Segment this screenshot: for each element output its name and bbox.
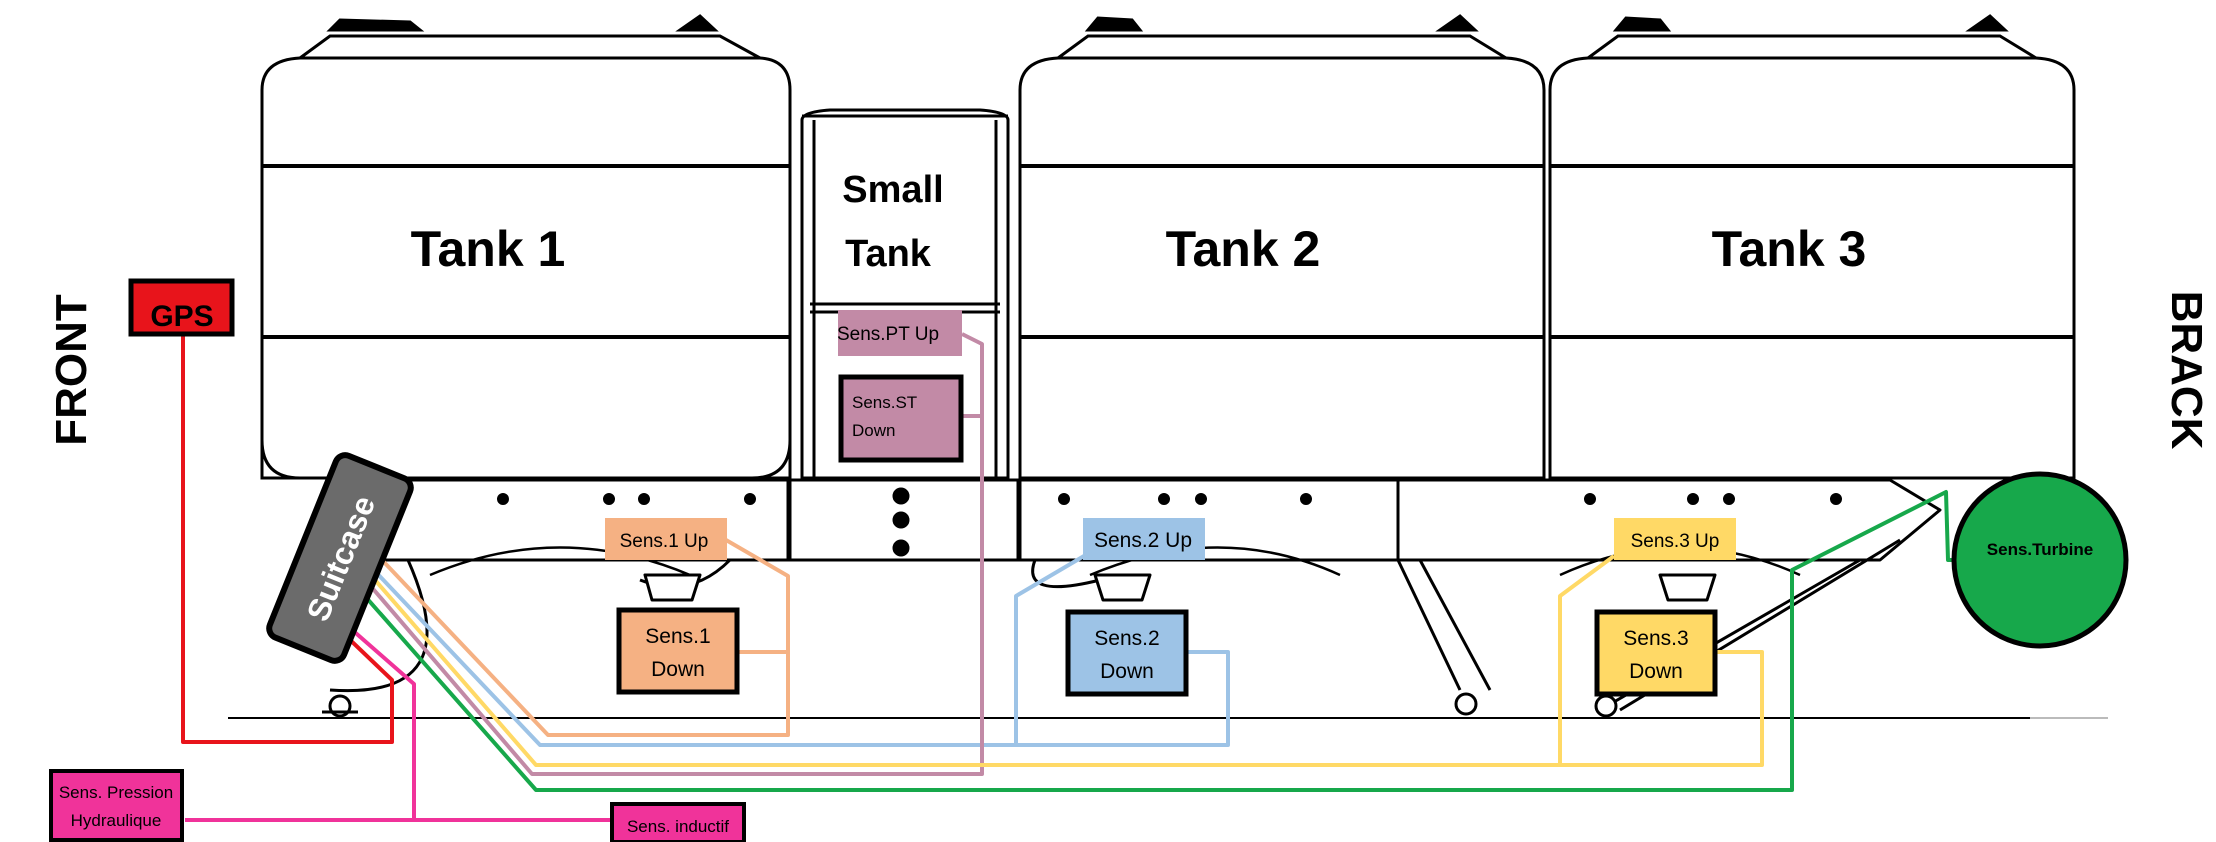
wiring [181,330,1962,822]
tank-3-label: Tank 3 [1712,221,1867,277]
sens-1-up-label: Sens.1 Up [620,531,709,552]
wire-hydraulic [185,626,416,822]
sens-3-down-label-line2: Down [1629,660,1683,683]
sens-3-down-box: Sens.3 Down [1594,609,1718,697]
suitcase-box: Suitcase [266,452,414,664]
sens-2-up-label: Sens.2 Up [1094,529,1192,552]
tank-2-label: Tank 2 [1166,221,1321,277]
sens-pression-label-line2: Hydraulique [71,811,162,830]
sens-st-down-label-line2: Down [852,421,895,440]
sens-3-down-label-line1: Sens.3 [1623,627,1688,650]
sens-3-up-box: Sens.3 Up [1614,518,1736,560]
sens-1-down-label-line1: Sens.1 [645,625,710,648]
wire-tank2 [370,566,1230,747]
sens-st-down-box: Sens.ST Down [838,374,964,463]
wire-tank1 [380,538,790,737]
sens-1-up-box: Sens.1 Up [605,518,727,560]
gps-box: GPS [128,278,235,337]
sens-1-down-box: Sens.1 Down [616,607,740,695]
sens-1-down-label-line2: Down [651,658,705,681]
small-tank-label-line2: Tank [845,233,932,275]
sens-turbine-circle: Sens.Turbine [1951,471,2129,649]
sens-inductif-label: Sens. inductif [627,817,729,836]
sens-turbine-label: Sens.Turbine [1987,540,2093,559]
tank-2-outline [1018,14,1546,480]
sens-pt-up-box: Sens.PT Up [837,310,962,356]
sens-pression-label-line1: Sens. Pression [59,783,173,802]
wire-tank3 [366,570,1764,767]
sens-2-down-label-line1: Sens.2 [1094,627,1159,650]
wire-turbine [354,490,1962,792]
wire-gps [181,330,394,744]
sens-2-down-box: Sens.2 Down [1065,609,1189,697]
tank-1-outline [260,14,792,480]
sens-pt-up-label: Sens.PT Up [837,324,939,345]
back-label: BRACK [2162,291,2211,450]
sens-3-up-label: Sens.3 Up [1631,531,1720,552]
sens-2-down-label-line2: Down [1100,660,1154,683]
tank-1-label: Tank 1 [411,221,566,277]
front-label: FRONT [47,294,96,446]
wire-sens3-up [1558,554,1616,765]
small-tank-label-line1: Small [842,169,943,211]
sens-pression-box: Sens. Pression Hydraulique [49,769,184,842]
wire-small-tank [360,332,984,776]
sens-2-up-box: Sens.2 Up [1083,518,1205,560]
sens-st-down-label-line1: Sens.ST [852,393,917,412]
gps-label: GPS [150,300,213,333]
wire-sens2-up [1014,554,1086,745]
sens-inductif-box: Sens. inductif [610,802,746,842]
tank-3-outline [1548,14,2076,480]
